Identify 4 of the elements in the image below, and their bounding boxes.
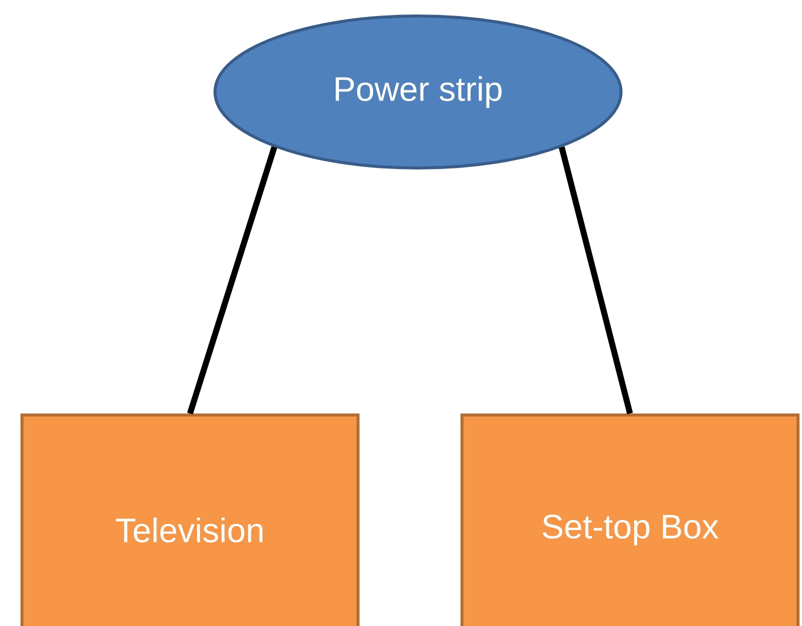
- connector-line: [187, 146, 278, 414]
- device-box: Set-top Box: [460, 414, 800, 626]
- connector-line: [558, 146, 633, 414]
- device-box: Television: [20, 414, 360, 626]
